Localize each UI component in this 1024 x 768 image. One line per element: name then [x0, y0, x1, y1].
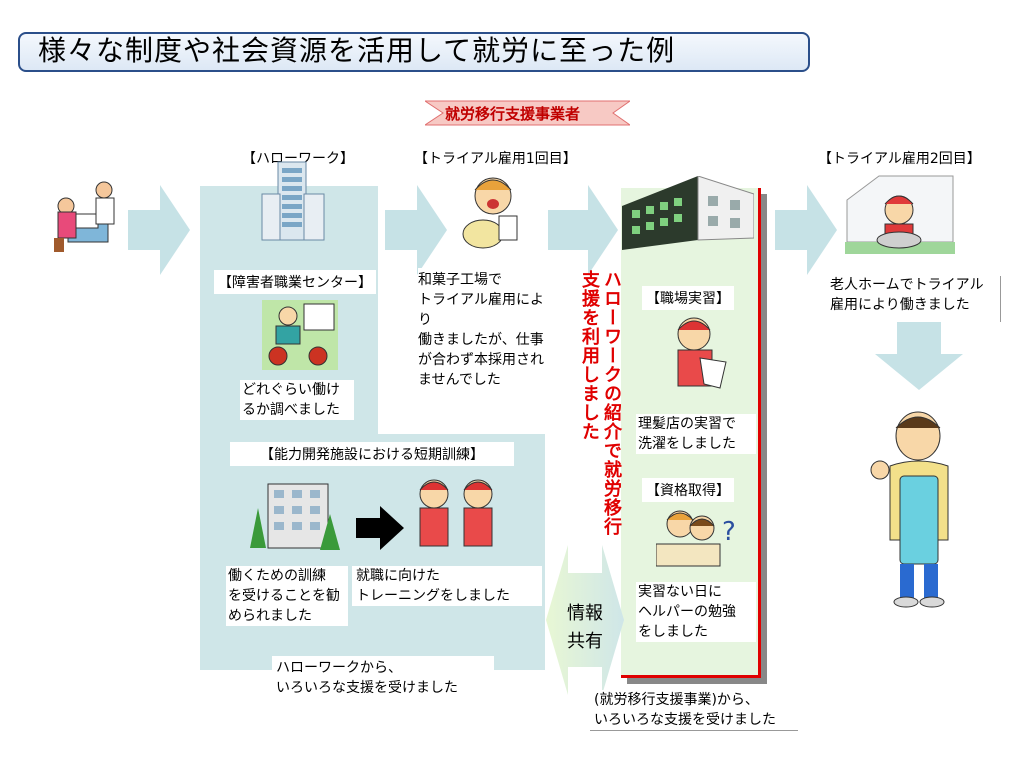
- label-training: 【能力開発施設における短期訓練】: [230, 442, 514, 466]
- vocational-center-icon: [262, 300, 338, 370]
- laundry-worker-icon: [677, 317, 727, 389]
- center-text: どれぐらい働け るか調べました: [240, 380, 354, 420]
- facility-building-icon: [622, 176, 754, 250]
- training-left-text: 働くための訓練 を受けることを勧 められました: [226, 566, 348, 626]
- hellowork-building-icon: [261, 161, 325, 241]
- banner-text: 就労移行支援事業者: [445, 105, 581, 123]
- trainees-icon: [419, 479, 493, 547]
- divider: [1000, 276, 1001, 322]
- label-qualification: 【資格取得】: [642, 478, 734, 502]
- agency-support-text: (就労移行支援事業)から、 いろいろな支援を受けました: [590, 690, 798, 731]
- factory-worker-icon: [462, 177, 518, 249]
- label-trial1: 【トライアル雇用1回目】: [414, 151, 577, 167]
- arrow-2: [385, 185, 447, 275]
- trial1-text: 和菓子工場で トライアル雇用により 働きましたが、仕事 が合わず本採用され ませ…: [418, 268, 552, 392]
- page-title: 様々な制度や社会資源を活用して就労に至った例: [38, 34, 676, 67]
- vertical-note: ハローワークの紹介で就労移行 支援を利用しました: [579, 270, 622, 536]
- info-share-text: 情報 共有: [567, 603, 603, 652]
- qualification-text: 実習ない日に ヘルパーの勉強 をしました: [636, 582, 756, 642]
- workplace-text: 理髪店の実習で 洗濯をしました: [636, 414, 756, 454]
- arrow-3: [548, 185, 618, 275]
- study-icon: ?: [656, 510, 736, 567]
- label-center: 【障害者職業センター】: [214, 270, 376, 294]
- training-facility-icon: [250, 483, 340, 550]
- hellowork-support-text: ハローワークから、 いろいろな支援を受けました: [272, 656, 494, 700]
- hellowork-panel-bottom: [200, 434, 545, 670]
- nursing-home-icon: [845, 175, 955, 254]
- label-hellowork: 【ハローワーク】: [242, 151, 354, 167]
- training-right-text: 就職に向けた トレーニングをしました: [352, 566, 542, 606]
- trial2-text: 老人ホームでトライアル 雇用により働きました: [830, 277, 984, 313]
- svg-text:?: ?: [722, 517, 736, 547]
- arrow-down: [875, 322, 963, 390]
- employed-worker-icon: [870, 411, 949, 608]
- label-workplace: 【職場実習】: [642, 286, 734, 310]
- label-trial2: 【トライアル雇用2回目】: [818, 151, 981, 167]
- info-share-arrow: [546, 545, 624, 695]
- arrow-4: [775, 185, 837, 275]
- consultation-illustration: [54, 181, 115, 252]
- banner-ribbon: [425, 100, 630, 126]
- arrow-1: [128, 185, 190, 275]
- right-arrow-icon: [356, 506, 404, 550]
- title-box: [18, 32, 810, 72]
